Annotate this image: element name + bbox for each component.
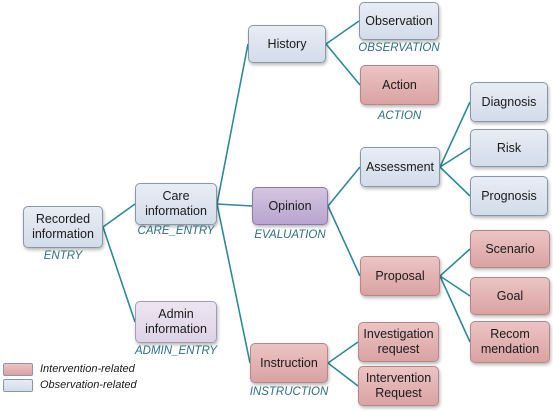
- connector-opinion-to-proposal: [327, 205, 361, 277]
- type-label-evaluation: EVALUATION: [254, 229, 326, 241]
- node-investigation-request: Investigation request: [358, 322, 439, 362]
- type-label-admin-entry: ADMIN_ENTRY: [135, 345, 217, 357]
- node-recommendation: Recom mendation: [470, 321, 550, 363]
- node-assessment: Assessment: [360, 147, 440, 187]
- node-goal: Goal: [470, 277, 550, 315]
- type-label-observation: OBSERVATION: [358, 42, 440, 54]
- node-proposal: Proposal: [360, 256, 440, 296]
- connector-history-to-action: [325, 43, 361, 86]
- connector-care-information-to-opinion: [216, 203, 253, 207]
- node-recorded-information: Recorded information: [23, 206, 103, 248]
- node-intervention-request: Intervention Request: [358, 366, 439, 406]
- connector-instruction-to-intervention-request: [327, 362, 359, 387]
- type-label-instruction: INSTRUCTION: [249, 386, 329, 398]
- connector-assessment-to-diagnosis: [439, 101, 471, 168]
- legend-label-intervention: Intervention-related: [40, 363, 135, 375]
- connector-recorded-information-to-care-information: [102, 203, 136, 228]
- connector-recorded-information-to-admin-information: [102, 226, 136, 323]
- node-action: Action: [360, 65, 439, 105]
- connector-proposal-to-scenario: [439, 248, 471, 277]
- legend-swatch-observation: [3, 379, 33, 392]
- connector-proposal-to-goal: [439, 275, 471, 297]
- connector-assessment-to-prognosis: [439, 166, 471, 197]
- node-history: History: [248, 25, 326, 63]
- type-label-action: ACTION: [377, 110, 422, 122]
- connector-opinion-to-assessment: [327, 166, 361, 207]
- node-observation: Observation: [359, 2, 439, 40]
- connector-care-information-to-history: [216, 43, 249, 205]
- connector-proposal-to-recommendation: [439, 275, 471, 343]
- type-label-care-entry: CARE_ENTRY: [137, 225, 215, 237]
- node-prognosis: Prognosis: [470, 176, 548, 216]
- legend-label-observation: Observation-related: [40, 379, 137, 391]
- node-opinion: Opinion: [252, 187, 328, 225]
- node-admin-information: Admin information: [135, 301, 217, 343]
- type-label-entry: ENTRY: [43, 250, 83, 262]
- node-instruction: Instruction: [250, 343, 328, 383]
- node-risk: Risk: [470, 129, 548, 167]
- node-scenario: Scenario: [470, 230, 550, 268]
- connector-assessment-to-risk: [439, 147, 471, 168]
- node-care-information: Care information: [135, 183, 217, 225]
- node-diagnosis: Diagnosis: [470, 82, 548, 122]
- legend-swatch-intervention: [3, 363, 33, 376]
- connector-instruction-to-investigation-request: [327, 341, 359, 364]
- connector-care-information-to-instruction: [216, 203, 251, 364]
- connector-history-to-observation: [325, 20, 360, 45]
